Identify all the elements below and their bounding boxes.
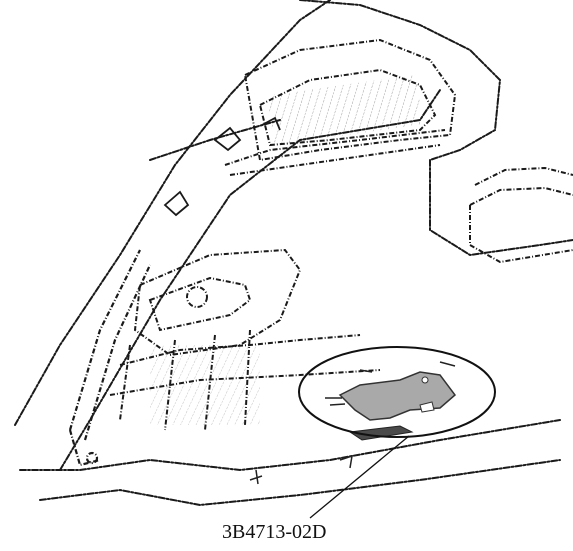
right-recess (469, 166, 573, 264)
bracket-part (325, 361, 457, 441)
upper-bin (224, 38, 457, 176)
lower-marks (249, 454, 353, 485)
callout-ellipse (298, 346, 496, 438)
leader-line (309, 435, 410, 519)
upper-bin-shading (267, 74, 423, 146)
left-trim (68, 249, 151, 467)
part-number-label: 3B4713-02D (222, 521, 327, 543)
console-body-outline (14, 0, 573, 507)
edge-clips (163, 116, 281, 217)
panel-shading (150, 345, 260, 425)
